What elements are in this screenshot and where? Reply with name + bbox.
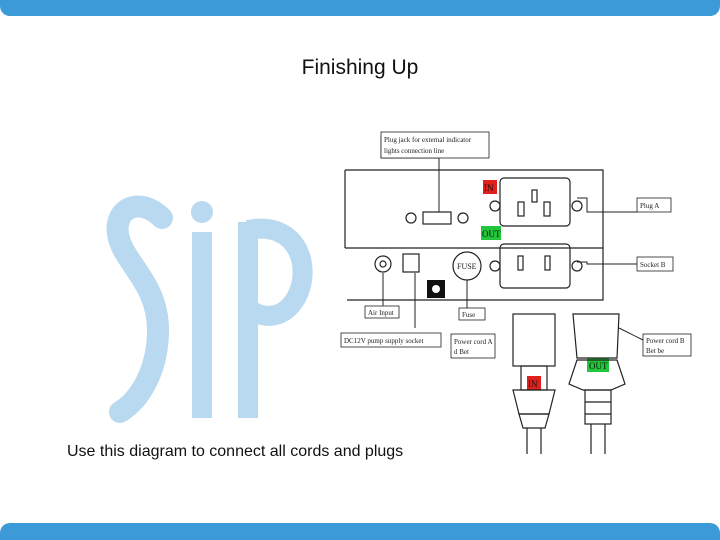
fuse-label-box (458, 307, 486, 321)
air-input-label: Air Input (368, 309, 394, 317)
power-cord-b-callout (618, 327, 644, 341)
out-tag-cord (587, 358, 609, 372)
power-cord-b-label-1: Power cord B (646, 337, 685, 345)
out-tag-upper-text: OUT (482, 229, 501, 239)
slide-title: Finishing Up (301, 56, 419, 79)
sip-logo (106, 195, 313, 423)
socket-b-label: Socket B (640, 261, 666, 269)
power-cord-b-label-box (642, 333, 692, 357)
out-tag-upper (481, 226, 501, 240)
power-cord-b-label-2: Bet be (646, 347, 664, 355)
dc-socket-label-box (340, 332, 442, 348)
power-cord-a-label-box (450, 333, 496, 359)
power-cord-a (512, 313, 556, 454)
plug-a-label-box (636, 197, 672, 213)
connection-diagram: FUSE IN OUT IN OUT Plug jack for externa… (340, 131, 692, 454)
plug-jack-label-box (380, 131, 490, 159)
plug-a-label: Plug A (640, 202, 659, 210)
lower-socket (489, 243, 583, 289)
callout-lines (380, 136, 637, 328)
in-tag-upper (483, 180, 497, 194)
in-tag-cord-text: IN (528, 379, 538, 389)
in-tag-cord (527, 376, 541, 390)
fuse-label: Fuse (462, 311, 475, 319)
plug-jack-label-2: lights connection line (384, 147, 444, 155)
dc-socket-pin (432, 285, 440, 293)
device-panel (344, 169, 604, 301)
power-cord-a-label-1: Power cord A (454, 338, 493, 346)
slide-caption: Use this diagram to connect all cords an… (67, 443, 404, 460)
bottom-accent-bar (0, 523, 720, 540)
dc-socket-label: DC12V pump supply socket (344, 337, 423, 345)
plug-jack-label-1: Plug jack for external indicator (384, 136, 472, 144)
top-accent-bar (0, 0, 720, 16)
air-input-port (374, 253, 420, 273)
out-tag-cord-text: OUT (589, 361, 608, 371)
socket-b-label-box (636, 256, 674, 272)
power-cord-b (568, 313, 626, 454)
air-input-label-box (364, 305, 400, 319)
indicator-jack (405, 211, 469, 225)
power-cord-a-label-2: d Bet (454, 348, 469, 356)
upper-socket (489, 177, 583, 227)
fuse-plate-text: FUSE (457, 262, 477, 271)
in-tag-upper-text: IN (484, 183, 494, 193)
